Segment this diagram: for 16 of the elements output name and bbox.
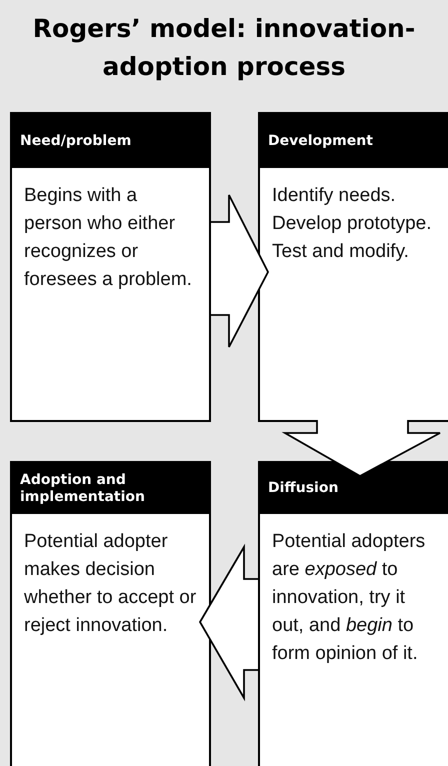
- title: Rogers’ model: innovation-adoption process: [32, 13, 416, 83]
- box-text: Identify needs. Develop prototype. Test and modify.: [271, 184, 432, 264]
- process-box: [10, 461, 211, 766]
- block-arrow: [282, 419, 441, 478]
- box-text: Begins with a person who either recognizes or foresees a problem.: [23, 184, 193, 292]
- box-heading: Adoption and implementation: [12, 463, 209, 514]
- process-box: [258, 461, 448, 766]
- box-heading: Diffusion: [260, 463, 448, 514]
- box-text: Potential adopter makes decision whether to accept or reject innovation.: [23, 530, 198, 638]
- process-box: [258, 112, 448, 422]
- box-heading: Development: [260, 114, 448, 168]
- block-arrow: [210, 194, 270, 348]
- box-text: Potential adopters are exposed to innovation, try it out, and begin to form opinion of it.: [271, 530, 426, 666]
- process-box: [10, 112, 211, 422]
- box-heading: Need/problem: [12, 114, 209, 168]
- block-arrow: [198, 544, 259, 702]
